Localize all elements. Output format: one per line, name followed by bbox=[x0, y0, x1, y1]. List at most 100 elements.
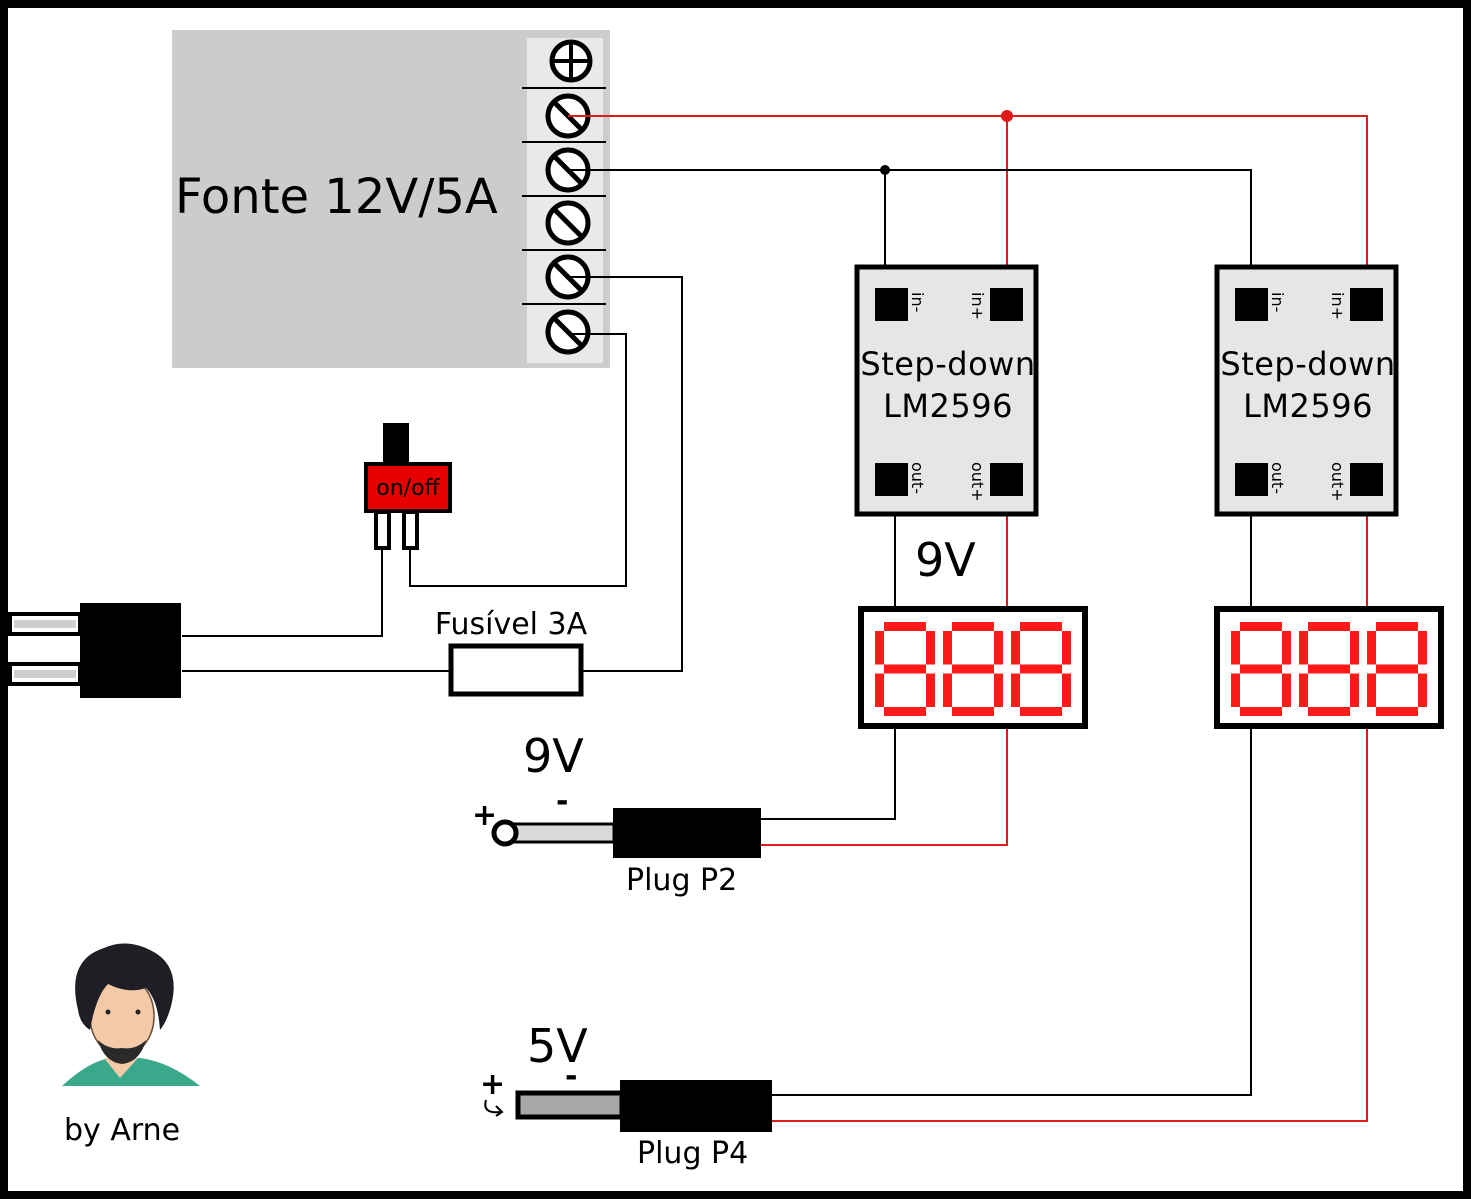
avatar-shirt bbox=[62, 1058, 200, 1086]
display-segment-b bbox=[1350, 631, 1359, 665]
display-segment-c bbox=[994, 673, 1003, 707]
plug-p2: 9V + - Plug P2 bbox=[472, 729, 761, 898]
plug-p2-shaft bbox=[506, 822, 616, 844]
pad-in-plus bbox=[1350, 288, 1383, 321]
display-segment-d bbox=[884, 707, 926, 716]
display-segment-f bbox=[1011, 631, 1020, 665]
display-segment-e bbox=[1011, 673, 1020, 707]
display-readout-text: 888 bbox=[972, 666, 975, 668]
on-off-switch: on/off bbox=[364, 423, 452, 550]
junction-dot-negative bbox=[880, 165, 890, 175]
display-segment-c bbox=[1062, 673, 1071, 707]
pad-out-minus bbox=[1235, 463, 1268, 496]
switch-pin-right bbox=[402, 510, 419, 550]
pad-in-plus bbox=[990, 288, 1023, 321]
junction-dot-positive bbox=[1001, 110, 1013, 122]
pin-label-out-minus: out- bbox=[1268, 462, 1287, 494]
display-readout-text: 888 bbox=[1328, 666, 1331, 668]
display-segment-d bbox=[952, 707, 994, 716]
wire-psu-positive bbox=[568, 115, 1368, 292]
module-name-line2: LM2596 bbox=[883, 387, 1013, 425]
plug-p2-tip bbox=[491, 819, 519, 847]
display-segment-e bbox=[943, 673, 952, 707]
display-segment-c bbox=[926, 673, 935, 707]
display-segment-c bbox=[1350, 673, 1359, 707]
psu-terminal-strip bbox=[527, 38, 603, 363]
display-segment-a bbox=[1020, 622, 1062, 631]
display-segment-e bbox=[1299, 673, 1308, 707]
display-segment-f bbox=[1231, 631, 1240, 665]
display-segment-a bbox=[1240, 622, 1282, 631]
psu-title: Fonte 12V/5A bbox=[175, 169, 498, 225]
pin-label-out-plus: out+ bbox=[1328, 462, 1347, 502]
switch-lever bbox=[383, 423, 409, 465]
plug-body bbox=[80, 603, 181, 698]
terminal-screw-icon bbox=[548, 312, 588, 352]
display-segment-b bbox=[1282, 631, 1291, 665]
module-name-line2: LM2596 bbox=[1243, 387, 1373, 425]
fuse-body bbox=[448, 643, 584, 697]
fuse: Fusível 3A bbox=[435, 607, 588, 697]
fuse-label: Fusível 3A bbox=[435, 607, 588, 642]
display-segment-a bbox=[1376, 622, 1418, 631]
wire-plug-to-switch bbox=[182, 548, 383, 637]
plug-p2-body bbox=[613, 808, 761, 858]
display-segment-b bbox=[1062, 631, 1071, 665]
ac-mains-plug bbox=[8, 603, 181, 698]
pin-label-out-plus: out+ bbox=[968, 462, 987, 502]
display-segment-g bbox=[952, 664, 994, 674]
plug-p4-plus-sign: + bbox=[480, 1067, 505, 1102]
stepdown-module-1: in- in+ out- out+ Step-down LM2596 bbox=[854, 264, 1039, 517]
display-segment-g bbox=[1376, 664, 1418, 674]
plug-p4: 5V + - Plug P4 bbox=[480, 1019, 772, 1171]
plug-p4-body bbox=[620, 1080, 772, 1132]
display-segment-g bbox=[1020, 664, 1062, 674]
display-segment-c bbox=[1418, 673, 1427, 707]
wire-display2-to-p4-plus bbox=[772, 727, 1368, 1122]
power-supply: Fonte 12V/5A bbox=[172, 30, 610, 368]
seven-segment-digits bbox=[1231, 622, 1427, 716]
psu-terminal-dividers bbox=[522, 87, 606, 305]
display-segment-f bbox=[875, 631, 884, 665]
display-segment-a bbox=[1308, 622, 1350, 631]
display-segment-g bbox=[884, 664, 926, 674]
plug-p4-label: Plug P4 bbox=[637, 1136, 748, 1171]
pin-label-in-minus: in- bbox=[1268, 292, 1287, 312]
plug-p4-barrel bbox=[515, 1090, 625, 1120]
switch-pin-left bbox=[374, 510, 391, 550]
pad-out-minus bbox=[875, 463, 908, 496]
display-segment-f bbox=[1299, 631, 1308, 665]
display-segment-e bbox=[1367, 673, 1376, 707]
rotate-arrow-icon bbox=[484, 1099, 504, 1117]
plug-p2-minus-sign: - bbox=[556, 784, 568, 819]
display-segment-f bbox=[943, 631, 952, 665]
display-segment-f bbox=[1367, 631, 1376, 665]
display-segment-b bbox=[1418, 631, 1427, 665]
seven-segment-digits bbox=[875, 622, 1071, 716]
stepdown-module-2: in- in+ out- out+ Step-down LM2596 bbox=[1214, 264, 1399, 517]
pad-in-minus bbox=[875, 288, 908, 321]
pad-out-plus bbox=[1350, 463, 1383, 496]
display-segment-a bbox=[952, 622, 994, 631]
pad-out-plus bbox=[990, 463, 1023, 496]
switch-label: on/off bbox=[376, 476, 440, 501]
wire-ac-to-fuse bbox=[568, 276, 683, 672]
pad-in-minus bbox=[1235, 288, 1268, 321]
pin-label-in-minus: in- bbox=[908, 292, 927, 312]
display-segment-g bbox=[1308, 664, 1350, 674]
wire-psu-negative bbox=[568, 169, 1252, 292]
voltage-label-p4: 5V bbox=[527, 1019, 588, 1073]
wire-display1-to-p2-minus bbox=[760, 727, 896, 820]
display-segment-g bbox=[1240, 664, 1282, 674]
display-segment-d bbox=[1308, 707, 1350, 716]
display-segment-d bbox=[1020, 707, 1062, 716]
display-segment-b bbox=[926, 631, 935, 665]
module-name-line1: Step-down bbox=[860, 345, 1035, 383]
author-avatar bbox=[62, 943, 200, 1086]
display-segment-c bbox=[1282, 673, 1291, 707]
voltmeter-display-1: 888 bbox=[858, 606, 1088, 729]
display-segment-d bbox=[1376, 707, 1418, 716]
plug-p4-minus-sign: - bbox=[565, 1059, 577, 1094]
wire-ac-to-switch bbox=[409, 333, 627, 587]
